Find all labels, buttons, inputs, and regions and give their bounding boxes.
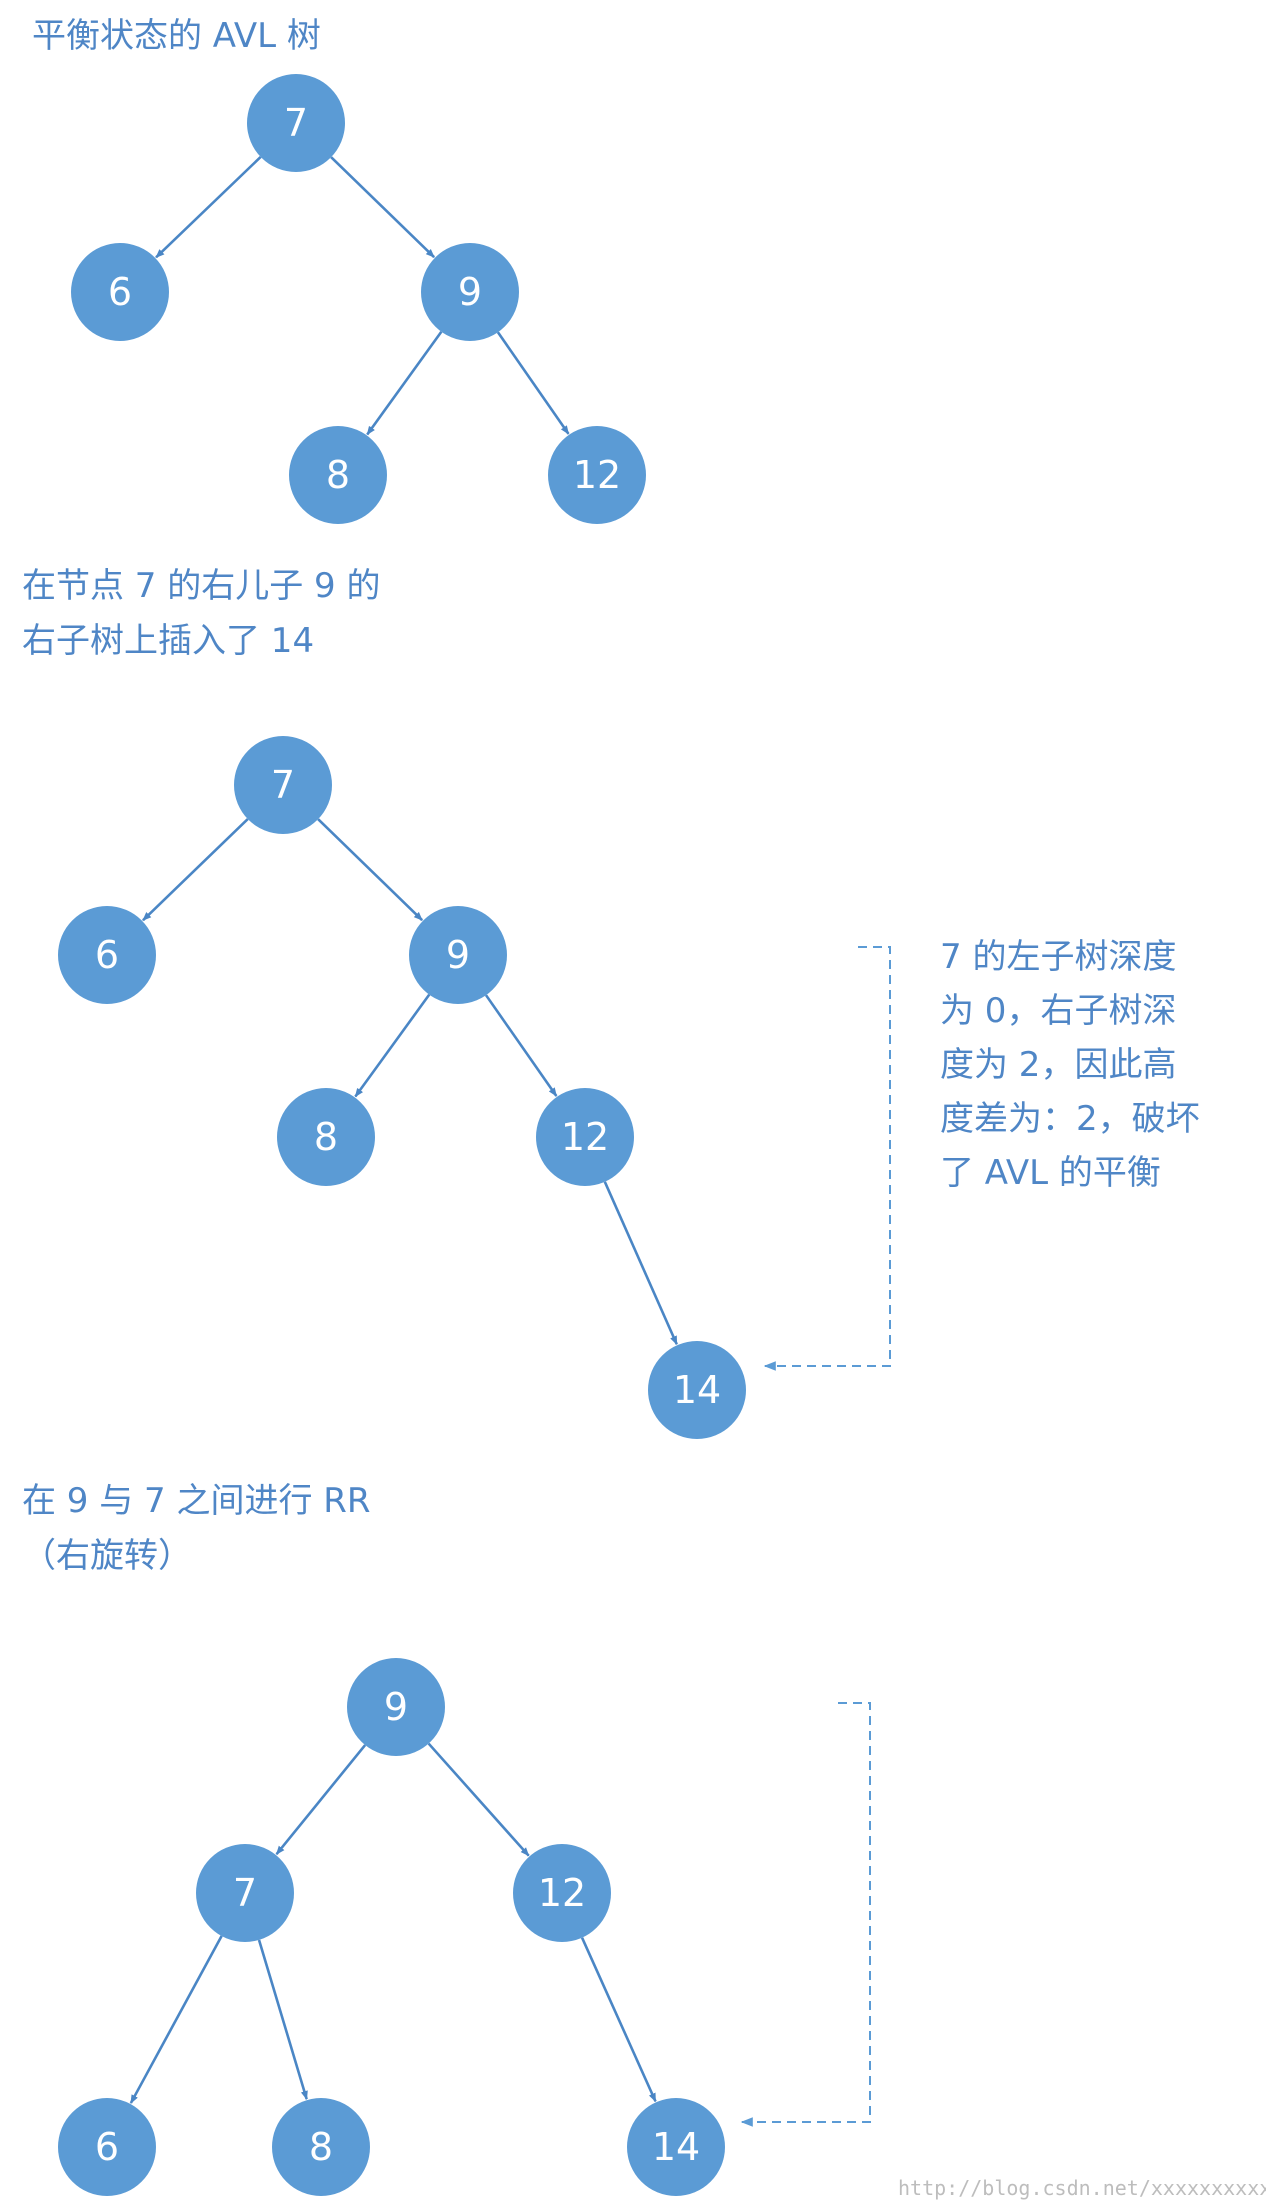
node-label: 9: [384, 1685, 408, 1729]
node-circle: [536, 1088, 634, 1186]
tree-edges: [129, 156, 678, 2104]
edge-9-to-8-tree1: [366, 330, 443, 436]
tree3-node-6: 6: [58, 2098, 156, 2196]
node-circle: [627, 2098, 725, 2196]
node-label: 8: [309, 2125, 333, 2169]
tree3-node-14: 14: [627, 2098, 725, 2196]
tree3-node-7: 7: [196, 1844, 294, 1942]
node-label: 7: [284, 101, 308, 145]
node-label: 6: [108, 270, 132, 314]
edge-9-to-12-tree2: [484, 994, 558, 1097]
edge-9-to-12-tree1: [496, 331, 570, 435]
node-circle: [409, 906, 507, 1004]
node-label: 12: [538, 1871, 586, 1915]
tree2-node-14: 14: [648, 1341, 746, 1439]
node-label: 7: [233, 1871, 257, 1915]
tree3-node-9: 9: [347, 1658, 445, 1756]
node-circle: [71, 243, 169, 341]
tree1-node-8: 8: [289, 426, 387, 524]
node-circle: [421, 243, 519, 341]
edge-9-to-7-tree3: [275, 1744, 367, 1856]
caption-insert-line1: 在节点 7 的右儿子 9 的: [22, 566, 381, 606]
edge-12-to-14-tree2: [603, 1181, 678, 1346]
node-label: 7: [271, 763, 295, 807]
caption-rotate-line1: 在 9 与 7 之间进行 RR: [22, 1481, 371, 1521]
node-circle: [277, 1088, 375, 1186]
note-line-2: 为 0，右子树深: [940, 991, 1176, 1031]
node-label: 9: [446, 933, 470, 977]
note-line-5: 了 AVL 的平衡: [940, 1153, 1161, 1193]
node-label: 14: [673, 1368, 721, 1412]
node-circle: [272, 2098, 370, 2196]
tree1-node-9: 9: [421, 243, 519, 341]
node-circle: [247, 74, 345, 172]
tree2-node-7: 7: [234, 736, 332, 834]
node-label: 14: [652, 2125, 700, 2169]
edge-7-to-9-tree1: [330, 156, 436, 259]
edge-7-to-8-tree3: [257, 1939, 308, 2100]
node-circle: [234, 736, 332, 834]
caption-rotate-line2: （右旋转）: [22, 1536, 192, 1576]
edge-7-to-6-tree1: [155, 156, 262, 259]
edge-7-to-9-tree2: [317, 818, 424, 922]
node-label: 9: [458, 270, 482, 314]
tree1-node-6: 6: [71, 243, 169, 341]
tree3-node-8: 8: [272, 2098, 370, 2196]
note-line-1: 7 的左子树深度: [940, 937, 1176, 977]
node-circle: [648, 1341, 746, 1439]
tree1-node-12: 12: [548, 426, 646, 524]
node-label: 8: [326, 453, 350, 497]
tree2-node-8: 8: [277, 1088, 375, 1186]
node-circle: [58, 906, 156, 1004]
node-label: 6: [95, 2125, 119, 2169]
node-circle: [196, 1844, 294, 1942]
tree2-node-9: 9: [409, 906, 507, 1004]
tree2-node-6: 6: [58, 906, 156, 1004]
edge-7-to-6-tree3: [129, 1935, 223, 2104]
caption-balanced-tree: 平衡状态的 AVL 树: [32, 16, 321, 56]
tree1-node-7: 7: [247, 74, 345, 172]
node-circle: [513, 1844, 611, 1942]
node-circle: [289, 426, 387, 524]
edge-9-to-12-tree3: [427, 1742, 530, 1857]
note-line-3: 度为 2，因此高: [940, 1045, 1176, 1085]
note-line-4: 度差为：2，破坏: [940, 1099, 1200, 1139]
note-bracket-arrow-1: [763, 946, 891, 1371]
node-circle: [548, 426, 646, 524]
edge-7-to-6-tree2: [142, 818, 249, 922]
node-circle: [58, 2098, 156, 2196]
note-bracket-arrow-2: [740, 1702, 871, 2127]
node-label: 12: [573, 453, 621, 497]
node-label: 6: [95, 933, 119, 977]
node-label: 12: [561, 1115, 609, 1159]
node-label: 8: [314, 1115, 338, 1159]
watermark-text: http://blog.csdn.net/xxxxxxxxxxx: [898, 2176, 1266, 2200]
edge-12-to-14-tree3: [580, 1937, 657, 2103]
tree-nodes: 7 6 9 8 12 7 6 9 8 12 14 9 7 12 6 8 14: [58, 74, 746, 2196]
node-circle: [347, 1658, 445, 1756]
edge-9-to-8-tree2: [354, 993, 431, 1098]
caption-insert-line2: 右子树上插入了 14: [22, 621, 314, 661]
tree3-node-12: 12: [513, 1844, 611, 1942]
tree2-node-12: 12: [536, 1088, 634, 1186]
